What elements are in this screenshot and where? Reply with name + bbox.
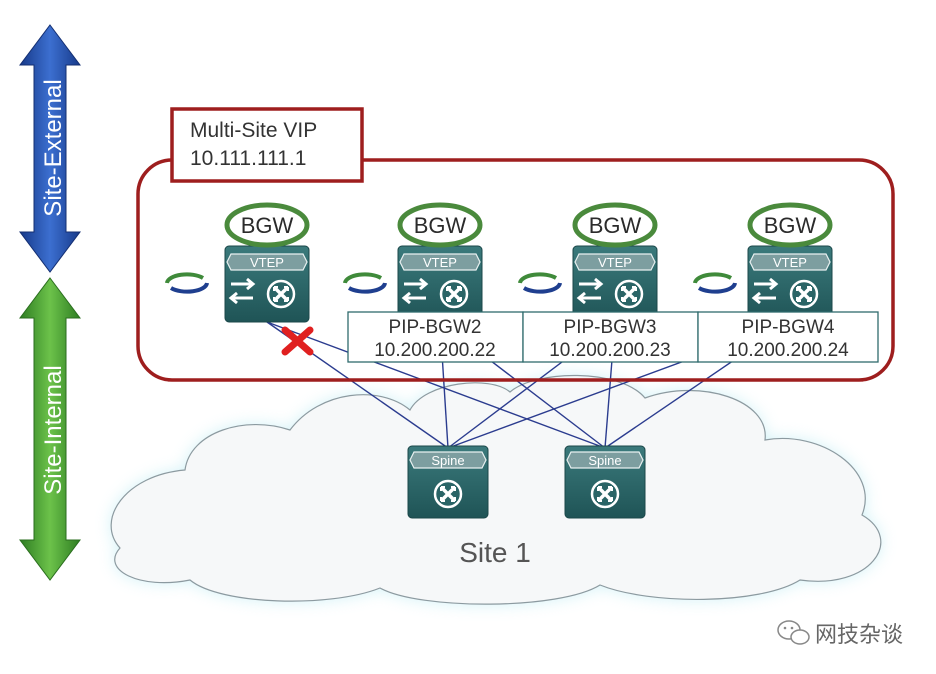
watermark-text: 网技杂谈: [815, 622, 903, 647]
bgw-2: VTEP BGW: [343, 202, 483, 323]
vtep-label: VTEP: [423, 255, 457, 270]
bgw-badge: [572, 202, 658, 248]
link-failure-x-icon: [281, 326, 314, 356]
vip-label-box: Multi-Site VIP 10.111.111.1: [170, 107, 364, 183]
bgw-device: VTEP: [224, 245, 310, 323]
vtep-label: VTEP: [598, 255, 632, 270]
vtep-label: VTEP: [250, 255, 284, 270]
pip-box-bgw3: PIP-BGW3 10.200.200.23: [522, 311, 699, 363]
loop-icon: [518, 272, 562, 294]
site-external-arrow: Site-External: [19, 24, 81, 273]
wechat-icon: [777, 620, 810, 645]
site-internal-label: Site-Internal: [40, 365, 67, 494]
spine-2: Spine: [564, 445, 646, 519]
site-cloud: [110, 374, 882, 605]
spine-label: Spine: [588, 453, 621, 468]
pip-box-bgw4: PIP-BGW4 10.200.200.24: [697, 311, 879, 363]
loop-icon: [343, 272, 387, 294]
vip-address: 10.111.111.1: [190, 147, 306, 170]
bgw-devices: VTEP BGW VTEP BGW: [165, 202, 833, 323]
loop-icon: [165, 272, 209, 294]
bgw-1: VTEP BGW: [165, 202, 310, 323]
bgw-device: VTEP: [397, 245, 483, 323]
pip-box-bgw2: PIP-BGW2 10.200.200.22: [347, 311, 524, 363]
bgw-device: VTEP: [572, 245, 658, 323]
bgw-label: BGW: [589, 213, 642, 238]
site-external-label: Site-External: [40, 79, 67, 216]
watermark: 网技杂谈: [777, 620, 903, 647]
spine-label: Spine: [431, 453, 464, 468]
bgw-badge: [224, 202, 310, 248]
pip-ip: 10.200.200.24: [727, 340, 849, 361]
pip-name: PIP-BGW3: [564, 317, 657, 338]
bgw-label: BGW: [764, 213, 817, 238]
vip-group-border: [136, 158, 895, 382]
pip-ip: 10.200.200.22: [374, 340, 496, 361]
bgw-badge: [397, 202, 483, 248]
bgw-4: VTEP BGW: [693, 202, 833, 323]
link-bgw1-spine2: [266, 321, 606, 449]
vtep-label: VTEP: [773, 255, 807, 270]
bgw-device: VTEP: [747, 245, 833, 323]
bgw-badge: [747, 202, 833, 248]
loop-icon: [693, 272, 737, 294]
pip-ip: 10.200.200.23: [549, 340, 671, 361]
pip-name: PIP-BGW2: [389, 317, 482, 338]
bgw-label: BGW: [241, 213, 294, 238]
pip-boxes: PIP-BGW2 10.200.200.22 PIP-BGW3 10.200.2…: [347, 311, 879, 363]
site-internal-arrow: Site-Internal: [19, 277, 81, 581]
pip-name: PIP-BGW4: [742, 317, 835, 338]
site-label: Site 1: [459, 537, 531, 568]
spine-1: Spine: [407, 445, 489, 519]
vip-title: Multi-Site VIP: [190, 119, 317, 142]
bgw-3: VTEP BGW: [518, 202, 658, 323]
bgw-label: BGW: [414, 213, 467, 238]
